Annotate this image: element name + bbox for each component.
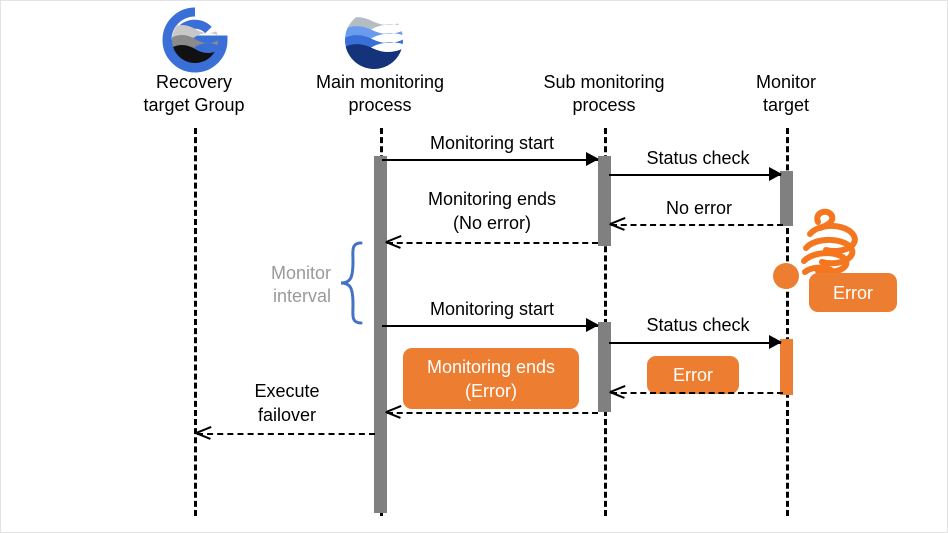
message-label-m1: Monitoring start: [429, 133, 555, 153]
lifeline-label-sub: Sub monitoring process: [543, 72, 665, 115]
lifeline-label-recovery: Recovery target Group: [143, 72, 245, 115]
message-label-m4: Monitoring ends (No error): [427, 189, 557, 233]
error-badge-target: Error: [809, 273, 897, 312]
activation-bar-main: [374, 156, 387, 513]
hand-scribble-icon: [796, 204, 868, 297]
lifeline-recovery: [194, 128, 197, 516]
activation-bar-sub-1: [598, 156, 611, 246]
error-badge-sub: Error: [647, 356, 739, 394]
message-label-m6: Status check: [646, 315, 750, 335]
message-label-m9: Execute failover: [254, 381, 320, 425]
g-globe-logo-icon: [161, 7, 229, 78]
lifeline-label-target: Monitor target: [755, 72, 817, 115]
monitoring-ends-error-badge: Monitoring ends (Error): [403, 348, 579, 409]
message-label-m3: No error: [665, 198, 732, 218]
wave-globe-logo-icon: [342, 8, 406, 77]
lifeline-target: [786, 128, 789, 516]
lifeline-label-main: Main monitoring process: [315, 72, 445, 115]
activation-bar-target-1: [780, 171, 793, 226]
monitor-interval-label: Monitor interval: [270, 263, 331, 306]
activation-bar-target-2: [780, 339, 793, 395]
message-label-m2: Status check: [646, 148, 750, 168]
activation-bar-sub-2: [598, 322, 611, 412]
monitor-interval-brace-icon: [337, 241, 365, 330]
error-dot-icon: [773, 263, 799, 289]
message-label-m5: Monitoring start: [429, 299, 555, 319]
